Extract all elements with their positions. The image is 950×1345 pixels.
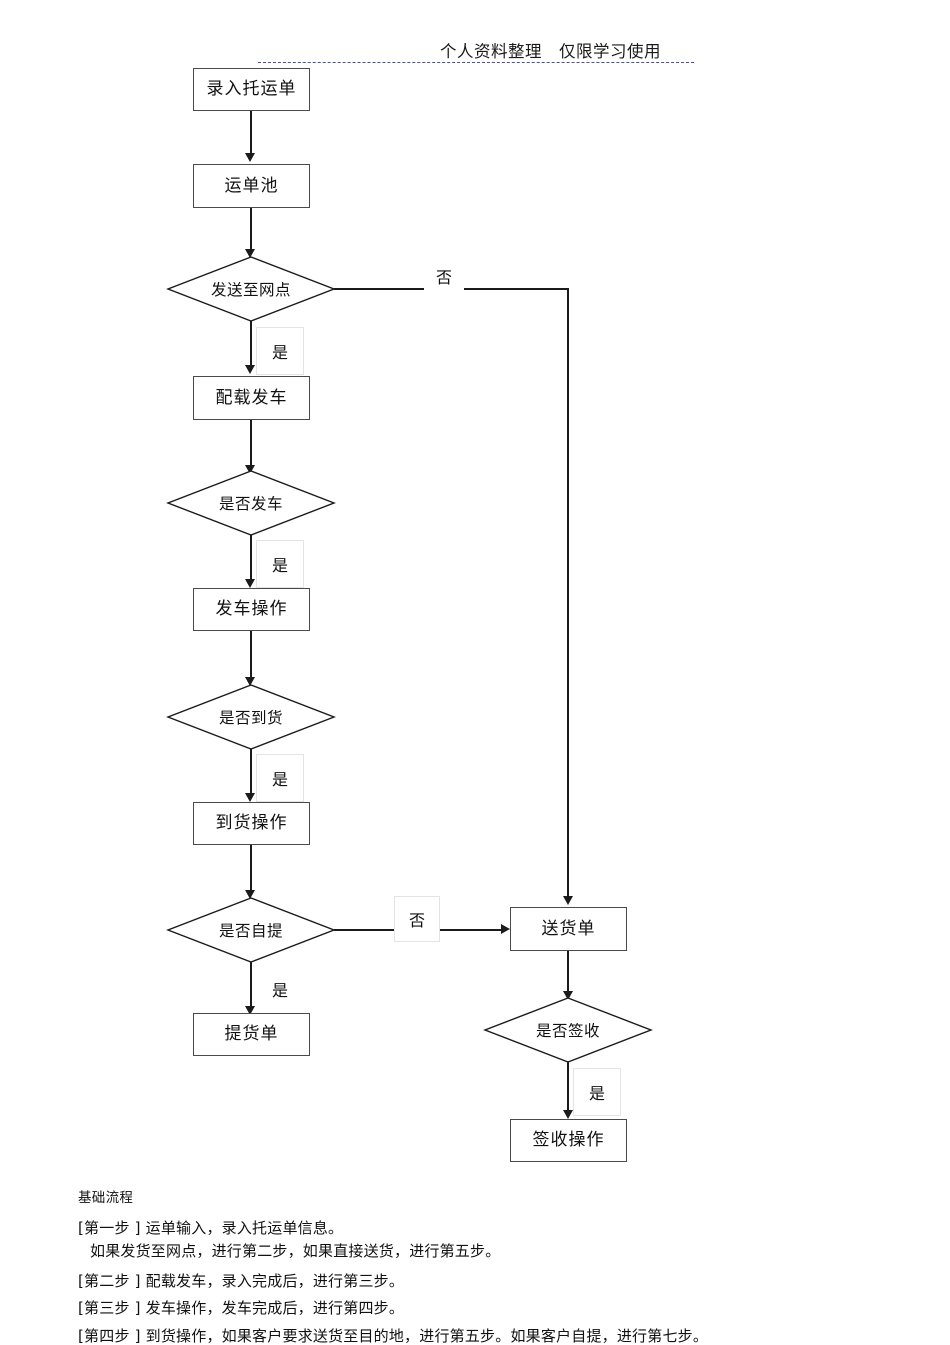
- edge-label-pickup-check-yes: 是: [256, 967, 304, 1011]
- edge-arrive-check-yes: [250, 749, 252, 797]
- edge-send-branch-yes: [250, 321, 252, 368]
- edge-label-arrive-check-yes: 是: [256, 754, 304, 802]
- edge-label-pickup-check-no: 否: [394, 896, 440, 942]
- node-sign-operation[interactable]: 签收操作: [510, 1119, 627, 1162]
- arrowhead-delivery-to-sign-check: [563, 991, 573, 1000]
- edge-depart-op-to-arrive-check: [250, 631, 252, 680]
- node-self-pickup-decision[interactable]: 是否自提: [166, 897, 336, 963]
- edge-label-text: 是: [271, 556, 288, 575]
- node-loading-dispatch[interactable]: 配载发车: [193, 376, 310, 420]
- arrowhead-depart-op-to-arrive-check: [245, 677, 255, 686]
- node-arrive-operation[interactable]: 到货操作: [193, 802, 310, 845]
- edge-pool-to-send-branch: [250, 208, 252, 252]
- edge-label-text: 是: [588, 1084, 605, 1103]
- description-block: 基础流程 [第一步 ] 运单输入，录入托运单信息。 如果发货至网点，进行第二步，…: [78, 1186, 918, 1345]
- node-label: 是否自提: [218, 922, 283, 940]
- arrowhead-send-branch-no: [563, 896, 573, 905]
- arrowhead-arrive-op-to-pickup-check: [245, 890, 255, 899]
- arrowhead-depart-check-yes: [245, 579, 255, 588]
- node-label: 发车操作: [215, 599, 288, 619]
- arrowhead-sign-check-yes: [563, 1110, 573, 1119]
- node-label: 录入托运单: [206, 79, 297, 99]
- description-line: [第四步 ] 到货操作，如果客户要求送货至目的地，进行第五步。如果客户自提，进行…: [78, 1327, 709, 1345]
- node-label: 送货单: [541, 918, 596, 939]
- description-title: 基础流程: [78, 1190, 134, 1206]
- arrowhead-entry-to-pool: [245, 153, 255, 162]
- node-label: 配载发车: [215, 387, 288, 408]
- node-label: 到货操作: [215, 813, 288, 833]
- description-line: 如果发货至网点，进行第二步，如果直接送货，进行第五步。: [90, 1241, 501, 1260]
- node-send-to-branch-decision[interactable]: 发送至网点: [166, 256, 336, 322]
- node-label: 签收操作: [532, 1130, 605, 1150]
- arrowhead-send-branch-yes: [245, 365, 255, 374]
- node-label: 发送至网点: [210, 281, 291, 299]
- node-label: 是否签收: [535, 1022, 600, 1040]
- node-arrive-decision[interactable]: 是否到货: [166, 684, 336, 750]
- description-line: [第二步 ] 配载发车，录入完成后，进行第三步。: [78, 1271, 405, 1290]
- edge-label-text: 是: [271, 343, 288, 362]
- edge-label-text: 是: [271, 770, 288, 789]
- page-header-text: 个人资料整理 仅限学习使用: [440, 42, 661, 61]
- node-depart-decision[interactable]: 是否发车: [166, 470, 336, 536]
- node-pickup-note[interactable]: 提货单: [193, 1013, 310, 1056]
- edge-sign-check-yes: [567, 1062, 569, 1114]
- header-divider-line: [258, 62, 694, 63]
- description-line: [第一步 ] 运单输入，录入托运单信息。: [78, 1219, 344, 1237]
- description-line: [第三步 ] 发车操作，发车完成后，进行第四步。: [78, 1299, 405, 1318]
- node-depart-operation[interactable]: 发车操作: [193, 588, 310, 631]
- edge-send-branch-no-vertical: [567, 288, 569, 901]
- node-entry-form[interactable]: 录入托运单: [193, 68, 310, 111]
- node-waybill-pool[interactable]: 运单池: [193, 164, 310, 208]
- edge-label-send-branch-yes: 是: [256, 327, 304, 375]
- edge-entry-to-pool: [250, 111, 252, 155]
- arrowhead-pickup-check-yes: [245, 1006, 255, 1015]
- arrowhead-pickup-check-no: [501, 924, 510, 934]
- edge-label-text: 否: [435, 268, 452, 287]
- edge-label-sign-check-yes: 是: [573, 1068, 621, 1116]
- edge-loading-to-depart-check: [250, 420, 252, 468]
- edge-label-text: 否: [408, 911, 425, 930]
- arrowhead-pool-to-send-branch: [245, 249, 255, 258]
- node-label: 运单池: [224, 175, 279, 196]
- edge-label-depart-check-yes: 是: [256, 540, 304, 588]
- node-label: 提货单: [224, 1024, 279, 1044]
- edge-label-send-branch-no: 否: [424, 261, 464, 291]
- edge-depart-check-yes: [250, 535, 252, 583]
- arrowhead-loading-to-depart-check: [245, 465, 255, 474]
- node-label: 是否发车: [218, 495, 283, 513]
- edge-arrive-op-to-pickup-check: [250, 845, 252, 893]
- node-delivery-note[interactable]: 送货单: [510, 907, 627, 951]
- edge-label-text: 是: [271, 981, 288, 1000]
- node-sign-decision[interactable]: 是否签收: [483, 997, 653, 1063]
- edge-pickup-check-yes: [250, 962, 252, 1010]
- edge-delivery-to-sign-check: [567, 951, 569, 995]
- node-label: 是否到货: [218, 709, 283, 727]
- arrowhead-arrive-check-yes: [245, 793, 255, 802]
